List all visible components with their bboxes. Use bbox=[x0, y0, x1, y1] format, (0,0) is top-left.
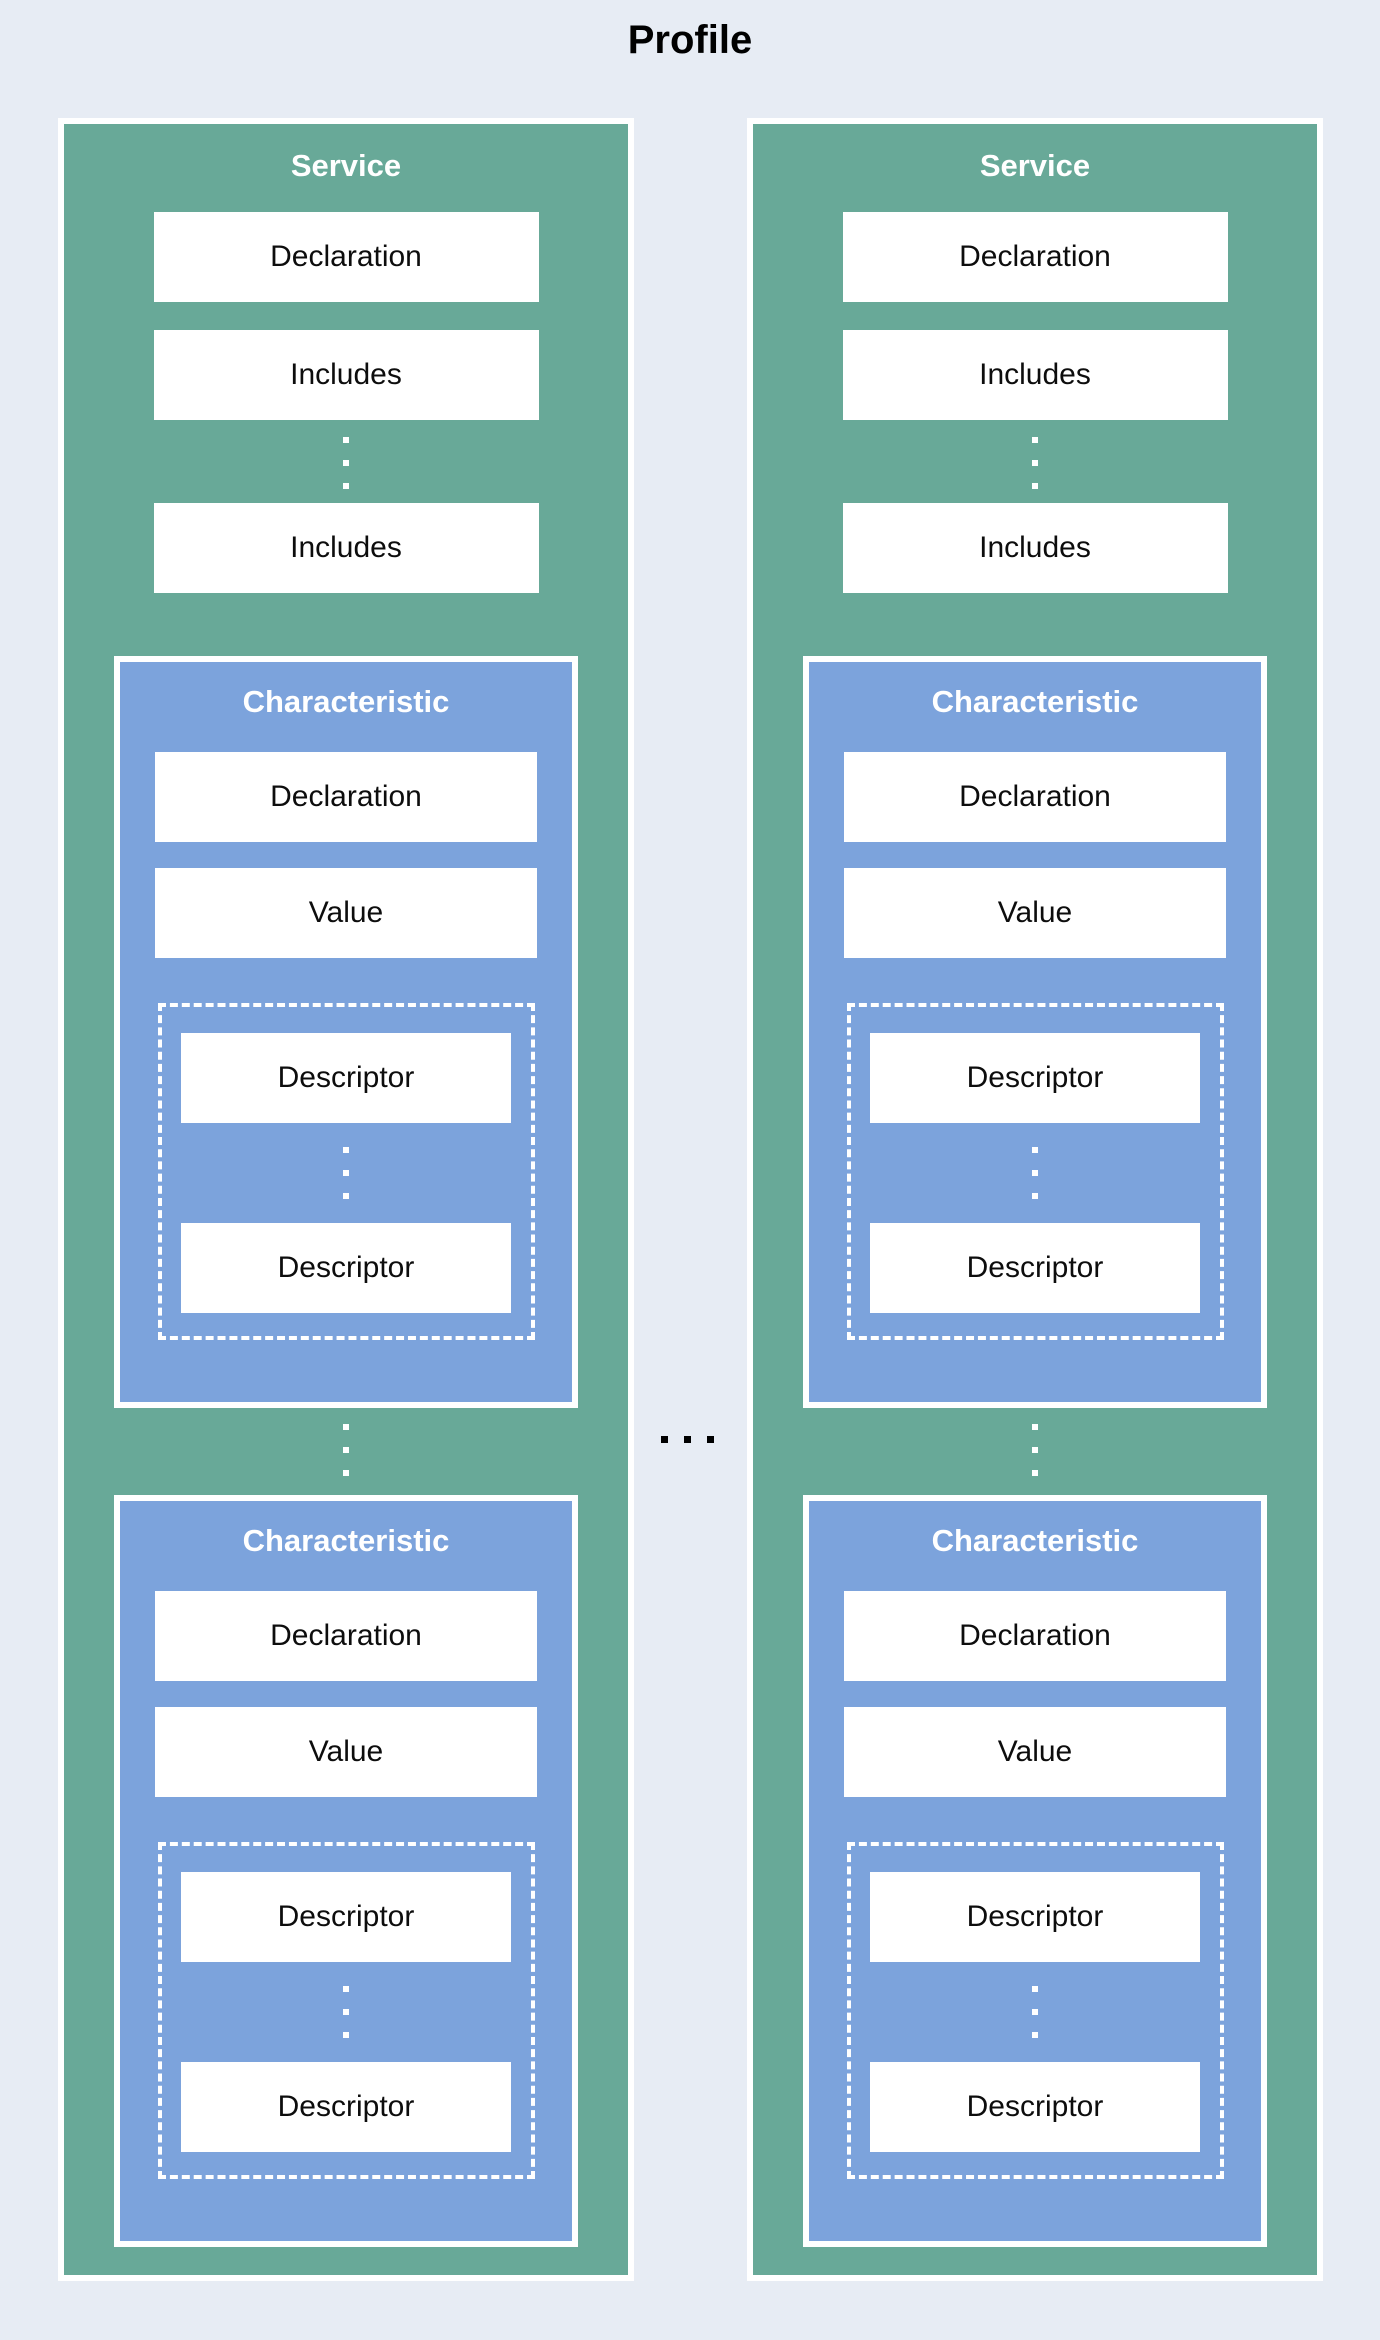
characteristic-value-box: Value bbox=[155, 1707, 537, 1797]
vertical-ellipsis-icon bbox=[343, 437, 349, 489]
descriptor-group: Descriptor Descriptor bbox=[846, 1842, 1224, 2179]
service-title: Service bbox=[290, 148, 402, 183]
service-includes-box: Includes bbox=[842, 503, 1228, 593]
service-box-2: Service Declaration Includes Includes Ch… bbox=[747, 118, 1323, 2281]
characteristic-declaration-box: Declaration bbox=[844, 1591, 1226, 1681]
service-includes-box: Includes bbox=[153, 330, 539, 420]
descriptor-box: Descriptor bbox=[870, 1223, 1200, 1313]
descriptor-group: Descriptor Descriptor bbox=[846, 1003, 1224, 1340]
characteristic-title: Characteristic bbox=[242, 684, 450, 719]
characteristic-title: Characteristic bbox=[931, 1523, 1139, 1558]
service-box-1: Service Declaration Includes Includes Ch… bbox=[58, 118, 634, 2281]
vertical-ellipsis-icon bbox=[343, 1986, 349, 2038]
horizontal-ellipsis-icon bbox=[661, 1436, 714, 1443]
vertical-ellipsis-icon bbox=[343, 1424, 349, 1476]
vertical-ellipsis-icon bbox=[1032, 1424, 1038, 1476]
characteristic-title: Characteristic bbox=[931, 684, 1139, 719]
descriptor-box: Descriptor bbox=[870, 2062, 1200, 2152]
descriptor-box: Descriptor bbox=[181, 1033, 511, 1123]
characteristic-box: Characteristic Declaration Value Descrip… bbox=[114, 656, 578, 1408]
characteristic-box: Characteristic Declaration Value Descrip… bbox=[114, 1495, 578, 2247]
service-title: Service bbox=[979, 148, 1091, 183]
descriptor-box: Descriptor bbox=[181, 1872, 511, 1962]
service-declaration-box: Declaration bbox=[153, 212, 539, 302]
descriptor-box: Descriptor bbox=[181, 2062, 511, 2152]
descriptor-box: Descriptor bbox=[870, 1872, 1200, 1962]
characteristic-value-box: Value bbox=[155, 868, 537, 958]
characteristic-title: Characteristic bbox=[242, 1523, 450, 1558]
service-includes-box: Includes bbox=[842, 330, 1228, 420]
vertical-ellipsis-icon bbox=[1032, 1147, 1038, 1199]
vertical-ellipsis-icon bbox=[1032, 437, 1038, 489]
characteristic-value-box: Value bbox=[844, 868, 1226, 958]
descriptor-group: Descriptor Descriptor bbox=[157, 1003, 535, 1340]
service-declaration-box: Declaration bbox=[842, 212, 1228, 302]
descriptor-group: Descriptor Descriptor bbox=[157, 1842, 535, 2179]
descriptor-box: Descriptor bbox=[181, 1223, 511, 1313]
descriptor-box: Descriptor bbox=[870, 1033, 1200, 1123]
characteristic-box: Characteristic Declaration Value Descrip… bbox=[803, 656, 1267, 1408]
vertical-ellipsis-icon bbox=[1032, 1986, 1038, 2038]
vertical-ellipsis-icon bbox=[343, 1147, 349, 1199]
service-includes-box: Includes bbox=[153, 503, 539, 593]
characteristic-value-box: Value bbox=[844, 1707, 1226, 1797]
characteristic-declaration-box: Declaration bbox=[155, 1591, 537, 1681]
characteristic-box: Characteristic Declaration Value Descrip… bbox=[803, 1495, 1267, 2247]
characteristic-declaration-box: Declaration bbox=[844, 752, 1226, 842]
characteristic-declaration-box: Declaration bbox=[155, 752, 537, 842]
page-title: Profile bbox=[627, 18, 753, 62]
